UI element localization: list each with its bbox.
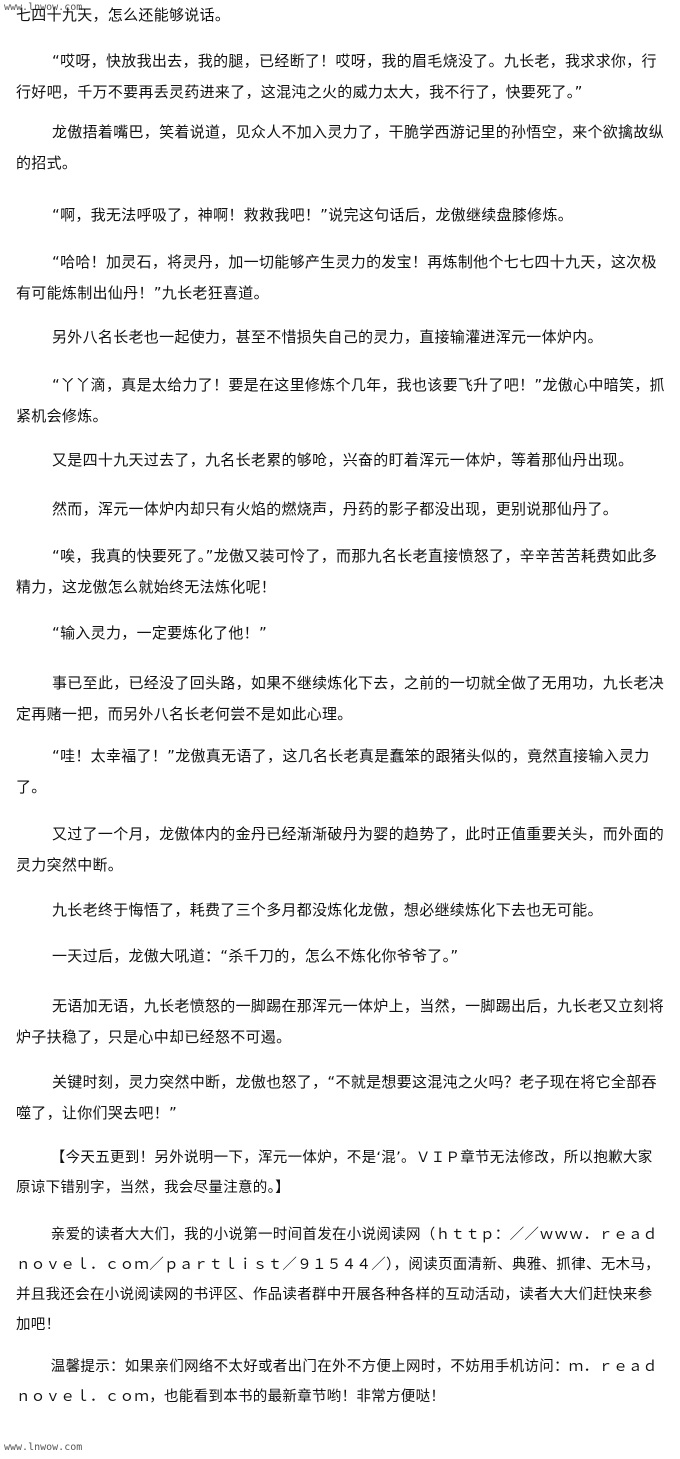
author-note: 【今天五更到！另外说明一下，浑元一体炉，不是‘混’。ＶＩＰ章节无法修改，所以抱歉… [16, 1150, 653, 1196]
watermark-bottom: www.lnwow.com [4, 1442, 83, 1453]
paragraph: 无语加无语，九长老愤怒的一脚踢在那浑元一体炉上，当然，一脚踢出后，九长老又立刻将… [16, 997, 665, 1046]
paragraph: 一天过后，龙傲大吼道：“杀千刀的，怎么不炼化你爷爷了。” [52, 947, 459, 965]
paragraph: “丫丫滴，真是太给力了！要是在这里修炼个几年，我也该要飞升了吧！”龙傲心中暗笑，… [16, 376, 665, 425]
paragraph: “啊，我无法呼吸了，神啊！救救我吧！”说完这句话后，龙傲继续盘膝修炼。 [52, 206, 574, 224]
paragraph: “哈哈！加灵石，将灵丹，加一切能够产生灵力的发宝！再炼制他个七七四十九天，这次极… [16, 253, 657, 302]
watermark-top: www.lnwow.com [4, 2, 83, 13]
paragraph: 事已至此，已经没了回头路，如果不继续炼化下去，之前的一切就全做了无用功，九长老决… [16, 674, 665, 723]
promo-paragraph: 亲爱的读者大大们，我的小说第一时间首发在小说阅读网（ｈｔｔｐ：／／ｗｗｗ．ｒｅａ… [16, 1227, 660, 1333]
paragraph: 然而，浑元一体炉内却只有火焰的燃烧声，丹药的影子都没出现，更别说那仙丹了。 [52, 500, 619, 518]
paragraph: 七四十九天，怎么还能够说话。 [16, 6, 231, 24]
paragraph: 龙傲捂着嘴巴，笑着说道，见众人不加入灵力了，干脆学西游记里的孙悟空，来个欲擒故纵… [16, 123, 665, 172]
paragraph: “唉，我真的快要死了。”龙傲又装可怜了，而那九名长老直接愤怒了，辛辛苦苦耗费如此… [16, 547, 658, 596]
paragraph: 又是四十九天过去了，九名长老累的够呛，兴奋的盯着浑元一体炉，等着那仙丹出现。 [52, 451, 634, 469]
paragraph: 又过了一个月，龙傲体内的金丹已经渐渐破丹为婴的趋势了，此时正值重要关头，而外面的… [16, 825, 665, 874]
paragraph: 关键时刻，灵力突然中断，龙傲也怒了，“不就是想要这混沌之火吗？老子现在将它全部吞… [16, 1073, 657, 1122]
tip-paragraph: 温馨提示：如果亲们网络不太好或者出门在外不方便上网时，不妨用手机访问：ｍ．ｒｅａ… [16, 1359, 658, 1405]
paragraph: 九长老终于悔悟了，耗费了三个多月都没炼化龙傲，想必继续炼化下去也无可能。 [52, 901, 603, 919]
paragraph: “哎呀，快放我出去，我的腿，已经断了！哎呀，我的眉毛烧没了。九长老，我求求你，行… [16, 52, 657, 101]
paragraph: “输入灵力，一定要炼化了他！” [52, 624, 268, 642]
paragraph: “哇！太幸福了！”龙傲真无语了，这几名长老真是蠢笨的跟猪头似的，竟然直接输入灵力… [16, 747, 650, 796]
paragraph: 另外八名长老也一起使力，甚至不惜损失自己的灵力，直接输灌进浑元一体炉内。 [52, 328, 603, 346]
